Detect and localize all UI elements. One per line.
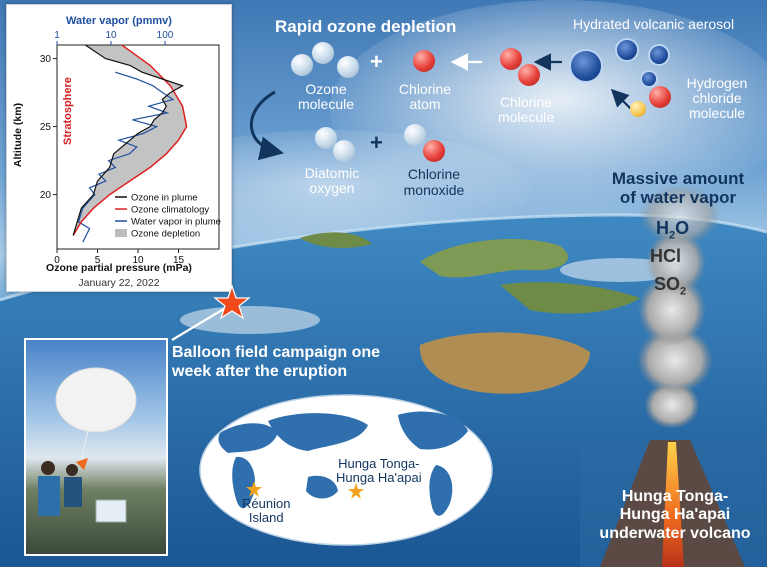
- plume: [640, 185, 720, 245]
- series-ozone-climatology-line: [72, 44, 188, 236]
- reaction-title: Rapid ozone depletion: [275, 17, 457, 36]
- series-ozone-plume-line: [72, 44, 185, 236]
- map-land-north-america: [398, 411, 468, 450]
- parachute-icon: [76, 458, 88, 470]
- gas-so2: SO2: [654, 274, 687, 298]
- balloon-icon: [55, 367, 137, 433]
- plume: [638, 274, 706, 346]
- legend-swatch: [115, 229, 127, 237]
- map-label-hunga: Hunga Tonga-Hunga Ha'apai: [336, 456, 422, 486]
- gas-h2o: H2O: [656, 218, 690, 242]
- x2-tick-label: 100: [157, 30, 174, 41]
- world-map-inset: [199, 394, 493, 546]
- plus-sign: +: [370, 49, 383, 74]
- map-land-south-america: [429, 465, 453, 516]
- chart-date: January 22, 2022: [78, 277, 159, 289]
- chart-region-label: Stratosphere: [62, 77, 74, 145]
- map-star-hunga-icon: [348, 483, 364, 499]
- map-land-asia: [268, 413, 368, 451]
- gas-hcl: HCl: [650, 246, 681, 266]
- legend-label: Ozone in plume: [131, 193, 198, 204]
- legend-label: Ozone climatology: [131, 205, 209, 216]
- plume: [646, 230, 706, 294]
- x2-tick-label: 10: [105, 30, 117, 41]
- arrow-reaction-cycle: [249, 90, 284, 161]
- plume: [644, 381, 700, 429]
- x-tick-label: 0: [54, 255, 60, 266]
- chart-x-axis-label: Ozone partial pressure (mPa): [46, 262, 192, 274]
- x2-tick-label: 1: [54, 30, 60, 41]
- chart-top-axis-label: Water vapor (pmmv): [66, 15, 172, 27]
- x-tick-label: 10: [132, 255, 144, 266]
- y-tick-label: 25: [40, 122, 52, 133]
- series-water-vapor-line: [77, 71, 175, 243]
- y-tick-label: 30: [40, 54, 52, 65]
- y-tick-label: 20: [40, 190, 52, 201]
- map-land-australia: [306, 475, 338, 499]
- map-land-africa: [232, 456, 256, 509]
- person-icon: [41, 461, 55, 475]
- map-land-africa-europe: [218, 423, 278, 453]
- reaction-arrows: [249, 53, 562, 161]
- plus-sign-2: +: [370, 130, 383, 155]
- x-tick-label: 5: [95, 255, 101, 266]
- pointer-line: [171, 303, 233, 341]
- chlorine-atom-icon: [413, 50, 435, 72]
- legend-label: Water vapor in plume: [131, 217, 221, 228]
- x-tick-label: 15: [173, 255, 185, 266]
- legend-label: Ozone depletion: [131, 229, 200, 240]
- balloon-pointer: [171, 284, 251, 341]
- launch-site-star-icon: [213, 284, 251, 320]
- map-star-reunion-icon: [246, 481, 262, 497]
- land-island: [300, 232, 372, 248]
- land-asia: [420, 239, 569, 278]
- magma-conduit: [662, 442, 684, 567]
- plume: [637, 326, 713, 394]
- land-australia: [419, 332, 590, 394]
- instrument-box: [95, 499, 127, 523]
- balloon-photo: [24, 338, 168, 556]
- aerosol-label: Hydrated volcanic aerosol: [573, 16, 735, 32]
- chart-y-axis-label: Altitude (km): [12, 103, 24, 167]
- land-indonesia: [500, 282, 640, 314]
